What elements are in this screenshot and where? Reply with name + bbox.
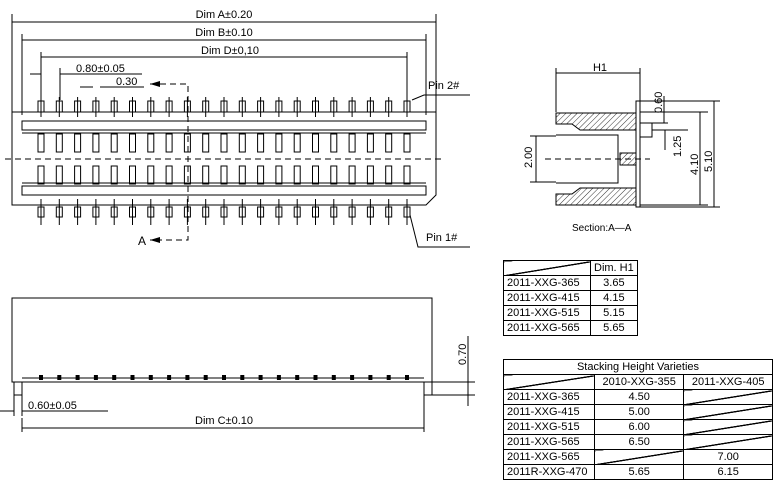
pin	[74, 97, 82, 225]
side-pin	[350, 375, 355, 380]
dim-height: 0.70	[432, 336, 475, 406]
side-pin	[185, 375, 190, 380]
dim-pitch: 0.80±0.05	[30, 63, 142, 100]
pin2-label: Pin 2#	[411, 80, 470, 101]
side-pin	[93, 375, 98, 380]
svg-text:Dim D±0,10: Dim D±0,10	[201, 45, 259, 57]
pin	[147, 97, 155, 225]
side-pin	[405, 375, 409, 380]
pin1-label: Pin 1#	[409, 214, 470, 248]
side-pin	[130, 375, 135, 380]
svg-text:Section:A—A: Section:A—A	[572, 223, 632, 234]
side-pin-array	[39, 375, 409, 380]
dim-c: Dim C±0.10	[21, 395, 425, 432]
dim-leg: 0.60±0.05	[0, 395, 108, 416]
pin	[275, 97, 283, 225]
svg-text:5.10: 5.10	[703, 151, 715, 172]
section-line-a: A	[138, 81, 189, 248]
svg-text:A: A	[138, 234, 146, 248]
pin	[220, 97, 228, 225]
side-pin	[295, 375, 300, 380]
side-pin	[386, 375, 391, 380]
pin	[202, 97, 210, 225]
side-pin	[39, 375, 43, 380]
side-pin	[203, 375, 208, 380]
svg-text:1.25: 1.25	[672, 136, 684, 157]
section-view: H1 2.00 5.10 4.10 0.60 1.25 Section:A—A	[523, 62, 720, 234]
side-pin	[167, 375, 172, 380]
connector-top-body	[5, 111, 445, 206]
connector-side-body	[11, 297, 433, 396]
side-pin	[276, 375, 281, 380]
pin	[257, 97, 265, 225]
dim-pin-width: 0.30	[80, 76, 144, 88]
pin	[183, 97, 191, 225]
pin	[92, 97, 100, 225]
pin	[110, 97, 118, 225]
pin	[165, 97, 173, 225]
side-pin	[368, 375, 373, 380]
svg-text:0.60±0.05: 0.60±0.05	[28, 400, 77, 412]
side-pin	[75, 375, 80, 380]
svg-text:Dim A±0.20: Dim A±0.20	[196, 9, 253, 21]
pin	[312, 97, 319, 225]
pin	[37, 97, 45, 225]
pin-array	[37, 97, 411, 225]
svg-text:0.70: 0.70	[457, 344, 469, 365]
svg-text:Pin 1#: Pin 1#	[426, 232, 458, 244]
svg-text:0.80±0.05: 0.80±0.05	[76, 63, 125, 75]
dim-a: Dim A±0.20	[11, 9, 437, 112]
side-pin	[57, 375, 62, 380]
svg-text:H1: H1	[593, 62, 607, 74]
side-pin	[313, 375, 318, 380]
side-pin	[258, 375, 263, 380]
pin	[238, 97, 246, 225]
pin	[330, 97, 338, 225]
pin	[403, 97, 411, 225]
pin	[385, 97, 393, 225]
side-pin	[222, 375, 226, 380]
dim-d: Dim D±0,10	[40, 45, 408, 100]
svg-text:0.60: 0.60	[653, 92, 665, 113]
pin	[348, 97, 356, 225]
side-pin	[112, 375, 117, 380]
svg-text:4.10: 4.10	[689, 154, 701, 175]
side-pin	[240, 375, 245, 380]
side-pin	[331, 375, 336, 380]
pin	[55, 97, 63, 225]
svg-text:Dim C±0.10: Dim C±0.10	[195, 415, 253, 427]
svg-text:2.00: 2.00	[523, 147, 535, 168]
svg-text:Dim B±0.10: Dim B±0.10	[195, 27, 252, 39]
pin	[129, 97, 136, 225]
svg-text:0.30: 0.30	[116, 76, 137, 88]
svg-text:Pin 2#: Pin 2#	[428, 80, 460, 92]
pin	[293, 97, 301, 225]
pin	[366, 97, 374, 225]
side-pin	[148, 375, 153, 380]
dim-b: Dim B±0.10	[21, 27, 427, 115]
